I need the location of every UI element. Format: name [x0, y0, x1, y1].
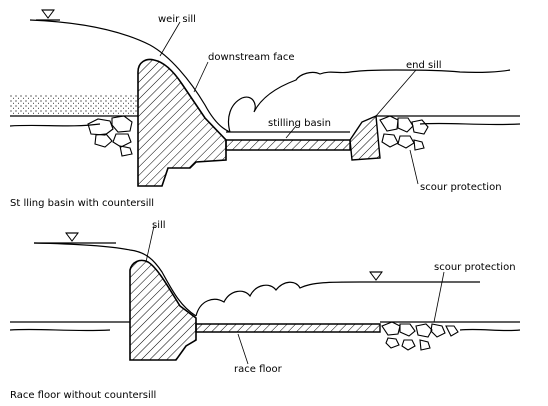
downstream-wave	[195, 281, 480, 317]
downstream-wave	[227, 69, 511, 133]
bottom-figure: sill scour protection race floor Race fl…	[9, 220, 521, 401]
stilling-basin-label: stilling basin	[268, 118, 331, 129]
water-level-triangle-icon	[36, 9, 60, 21]
race-floor-label: race floor	[234, 364, 283, 375]
end-sill	[349, 114, 381, 161]
downstream-face-label: downstream face	[208, 52, 295, 63]
weir-body	[129, 259, 197, 361]
top-figure: weir sill downstream face end sill still…	[9, 9, 521, 209]
downstream-riprap	[381, 321, 459, 351]
end-sill-label: end sill	[406, 60, 442, 71]
race-floor	[195, 323, 381, 333]
upstream-sediment	[10, 94, 138, 116]
sill-label: sill	[152, 220, 166, 231]
upstream-water-surface	[33, 242, 197, 317]
bottom-caption: Race floor without countersill	[10, 390, 156, 401]
water-level-triangle-icon	[34, 232, 116, 244]
top-caption: St lling basin with countersill	[10, 198, 154, 209]
upstream-riprap	[87, 115, 133, 157]
scour-protection-label-bottom: scour protection	[434, 262, 516, 273]
weir-body	[137, 58, 227, 187]
upstream-water-surface	[29, 19, 231, 133]
water-level-triangle-icon	[369, 271, 383, 281]
weir-sill-label: weir sill	[158, 14, 196, 25]
downstream-riprap	[379, 115, 429, 151]
scour-protection-label-top: scour protection	[420, 182, 502, 193]
stilling-basin-floor	[225, 139, 351, 151]
